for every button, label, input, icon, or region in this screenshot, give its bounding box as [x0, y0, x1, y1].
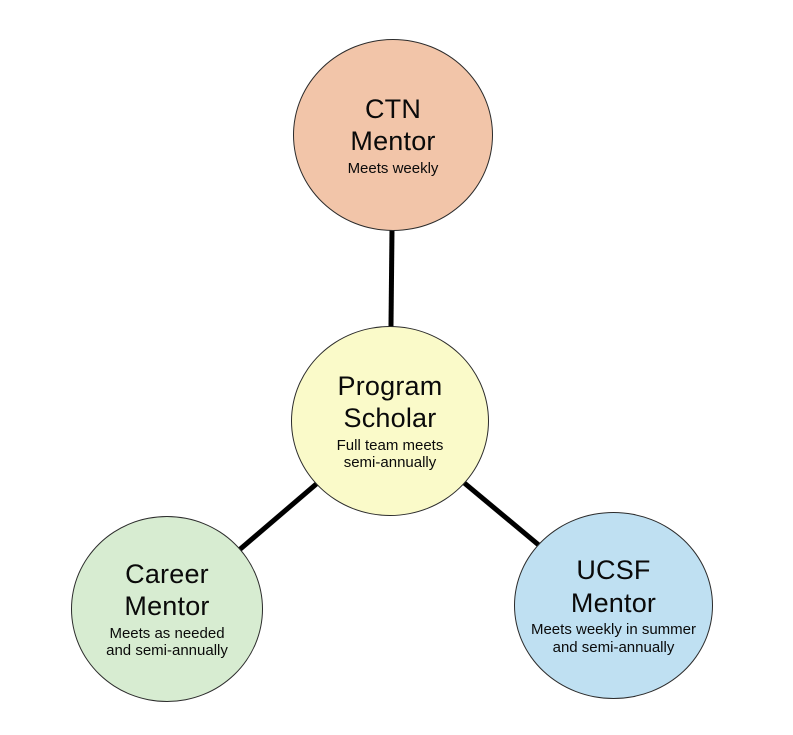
- node-subtitle: Full team meets semi-annually: [336, 436, 444, 472]
- node-ctn-mentor: CTN Mentor Meets weekly: [293, 39, 493, 231]
- node-program-scholar: Program Scholar Full team meets semi-ann…: [291, 326, 489, 516]
- node-title: UCSF Mentor: [570, 555, 657, 618]
- node-subtitle: Meets weekly: [347, 159, 439, 177]
- node-career-mentor: Career Mentor Meets as needed and semi-a…: [71, 516, 263, 702]
- node-title: Career Mentor: [124, 558, 210, 622]
- node-subtitle: Meets as needed and semi-annually: [106, 624, 228, 660]
- node-title: CTN Mentor: [350, 93, 436, 157]
- node-title: Program Scholar: [337, 370, 443, 434]
- node-subtitle: Meets weekly in summer and semi-annually: [530, 621, 697, 656]
- node-ucsf-mentor: UCSF Mentor Meets weekly in summer and s…: [514, 512, 713, 699]
